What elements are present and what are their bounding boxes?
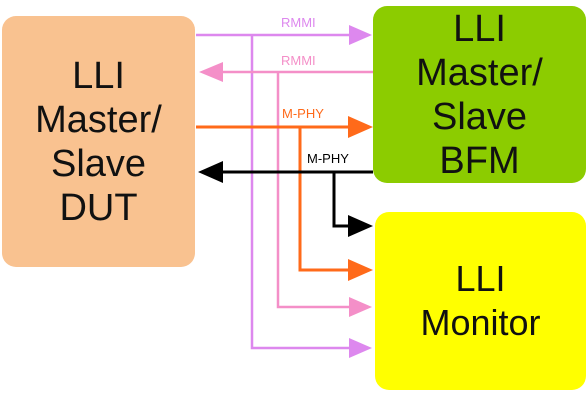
mphy-rx-label: M-PHY	[307, 151, 349, 166]
mphy-tx-wire	[196, 125, 350, 272]
mphy-tx-arrowhead-monitor	[348, 259, 373, 281]
dut-line-4: DUT	[59, 186, 138, 229]
rmmi-tx-label: RMMI	[281, 15, 316, 30]
rmmi-tx-arrowhead-bfm	[349, 25, 372, 45]
bfm-line-2: Master/	[416, 51, 543, 94]
rmmi-rx-wire	[222, 70, 373, 309]
dut-block: LLI Master/ Slave DUT	[2, 16, 195, 267]
monitor-line-2: Monitor	[420, 302, 541, 343]
bfm-line-4: BFM	[439, 139, 520, 182]
mphy-rx-wire	[222, 170, 373, 228]
rmmi-tx-arrowhead-monitor	[349, 338, 372, 358]
dut-line-3: Slave	[50, 142, 147, 185]
mphy-rx-arrowhead-dut	[198, 161, 223, 183]
mphy-rx-arrowhead-monitor	[348, 215, 373, 237]
bfm-block: LLI Master/ Slave BFM	[373, 6, 586, 183]
dut-line-1: LLI	[72, 54, 125, 97]
bfm-line-3: Slave	[431, 95, 528, 138]
rmmi-tx-wire	[196, 33, 350, 350]
monitor-line-1: LLI	[455, 258, 506, 299]
monitor-block: LLI Monitor	[375, 212, 586, 390]
mphy-tx-label: M-PHY	[282, 106, 324, 121]
rmmi-rx-label: RMMI	[281, 53, 316, 68]
rmmi-rx-arrowhead-monitor	[349, 297, 372, 317]
dut-line-2: Master/	[35, 98, 162, 141]
mphy-tx-arrowhead-bfm	[348, 116, 373, 138]
rmmi-rx-arrowhead-dut	[199, 62, 223, 82]
bfm-line-1: LLI	[453, 7, 506, 50]
